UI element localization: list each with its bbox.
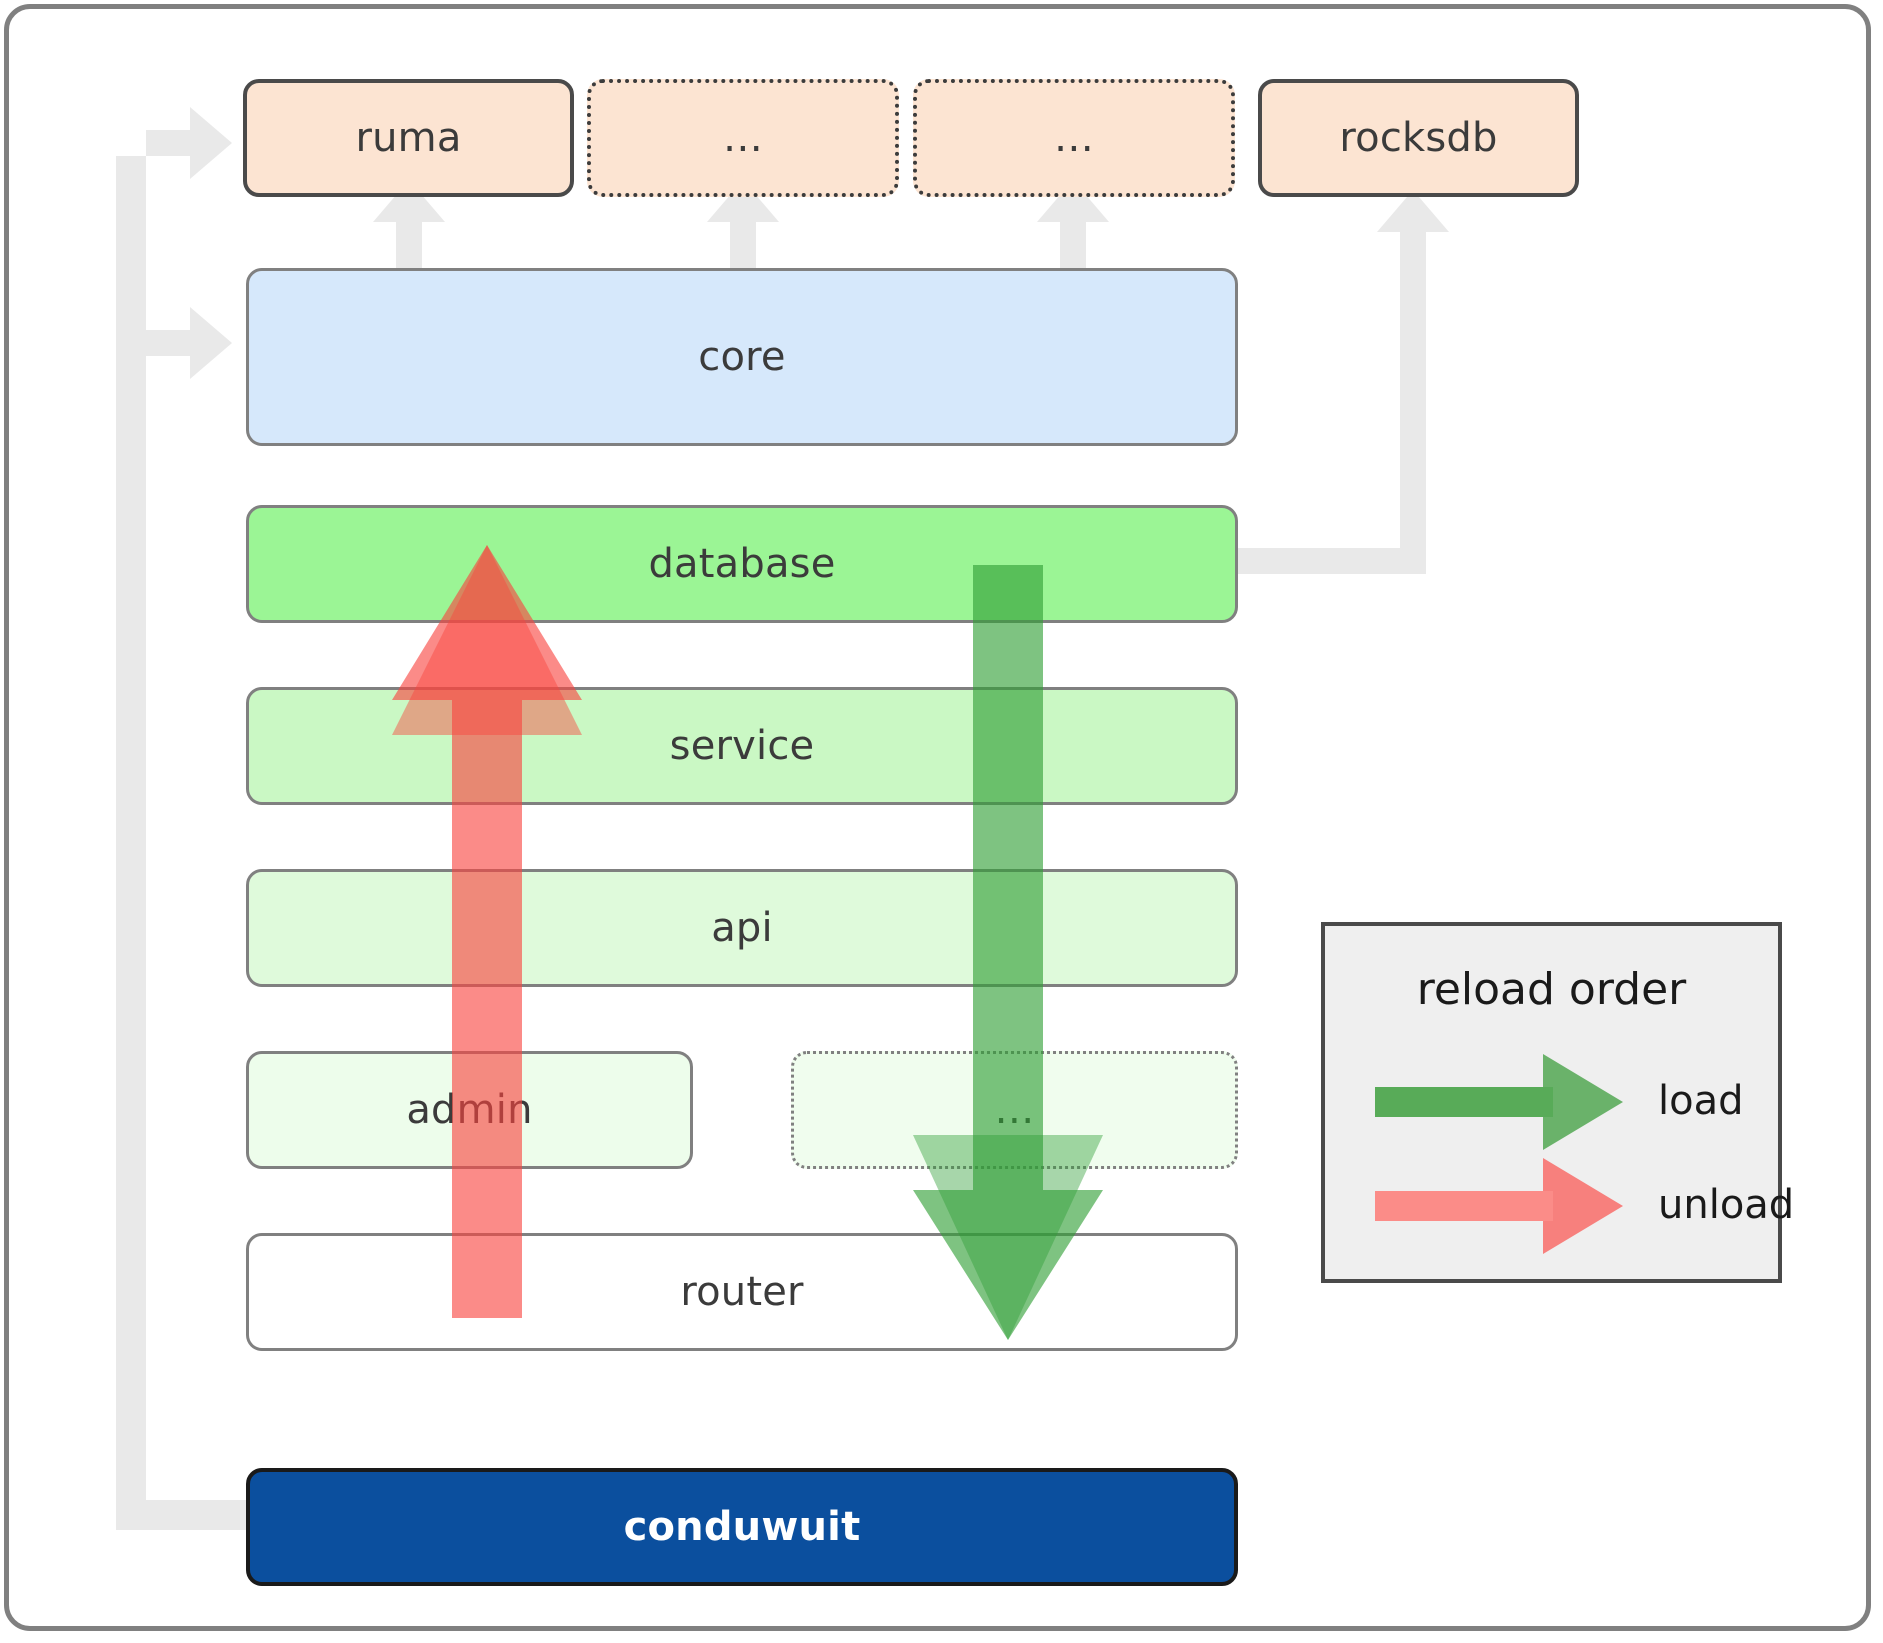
legend-label-unload: unload [1658, 1182, 1795, 1228]
dependency-box-3[interactable]: … [913, 79, 1235, 197]
load-arrow-head-overlay [913, 1135, 1103, 1340]
connector-conduwuit-to-ruma [116, 107, 246, 1530]
layer-label-router: router [680, 1269, 804, 1315]
unload-arrow-big [392, 545, 582, 1318]
dependency-box-ruma[interactable]: ruma [243, 79, 574, 197]
legend-arrow-load [1375, 1054, 1623, 1150]
layer-label-core: core [698, 334, 786, 380]
connector-database-to-rocksdb [1232, 190, 1449, 574]
layer-label-database: database [648, 541, 836, 587]
connector-core-to-dep3 [1037, 180, 1109, 268]
connector-conduwuit-to-core [146, 307, 232, 379]
connector-core-to-ruma [373, 180, 445, 268]
dependency-box-rocksdb[interactable]: rocksdb [1258, 79, 1579, 197]
layer-box-core[interactable]: core [246, 268, 1238, 446]
dependency-box-2[interactable]: … [587, 79, 899, 197]
dependency-label-ruma: ruma [355, 115, 462, 161]
connector-core-to-dep2 [707, 180, 779, 268]
unload-arrow-head-overlay [392, 545, 582, 735]
legend-title: reload order [1416, 964, 1687, 1015]
unload-arrow-shape [392, 545, 582, 1318]
legend-arrow-unload [1375, 1158, 1623, 1254]
layer-box-database[interactable]: database [246, 505, 1238, 623]
load-arrow-big [913, 565, 1103, 1340]
layer-label-service: service [669, 723, 815, 769]
layer-box-api[interactable]: api [246, 869, 1238, 987]
layer-box-router[interactable]: router [246, 1233, 1238, 1351]
root-label-conduwuit: conduwuit [623, 1504, 861, 1550]
layer-box-service[interactable]: service [246, 687, 1238, 805]
root-box-conduwuit[interactable]: conduwuit [246, 1468, 1238, 1586]
load-arrow-shape [913, 565, 1103, 1340]
legend-panel: reload order load unload [1321, 922, 1794, 1283]
legend-label-load: load [1658, 1078, 1744, 1124]
dependency-label-rocksdb: rocksdb [1339, 115, 1498, 161]
connector-group [116, 107, 1449, 1530]
layer-label-api: api [711, 905, 773, 951]
